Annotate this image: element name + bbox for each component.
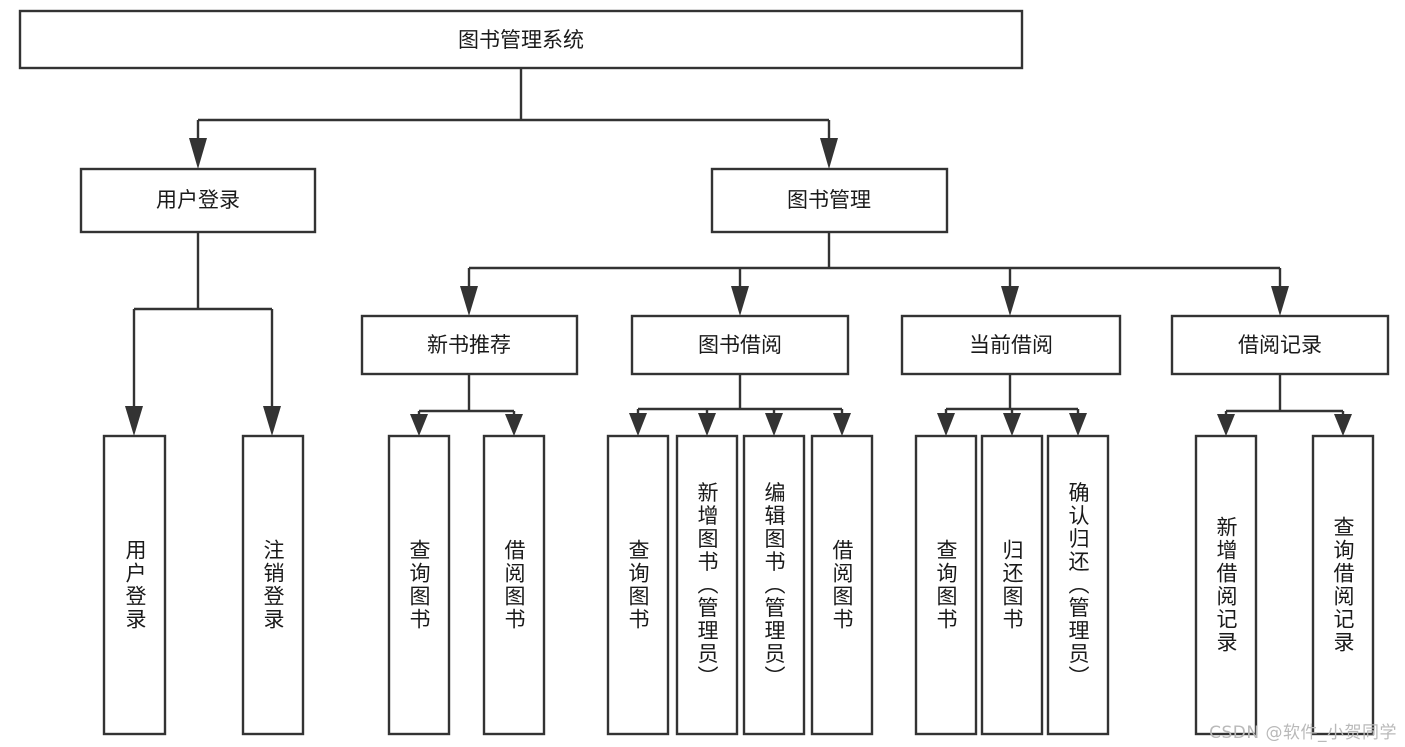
- arrow-to-borrow-record: [1271, 286, 1289, 316]
- arrow-to-leaf-query-book-rec: [410, 414, 428, 436]
- node-new-book-rec[interactable]: 新书推荐: [360, 314, 579, 376]
- arrow-to-current-borrow: [1001, 286, 1019, 316]
- connector-group-book-manage: [460, 232, 1289, 316]
- arrow-to-book-borrow: [731, 286, 749, 316]
- node-leaf-query-record-box[interactable]: [1311, 434, 1375, 736]
- node-leaf-add-book-label: 新增图书（管理员）: [695, 482, 719, 689]
- connector-group-new-book-rec: [410, 374, 523, 436]
- node-borrow-record[interactable]: 借阅记录: [1170, 314, 1390, 376]
- node-new-book-rec-box[interactable]: [360, 314, 579, 376]
- node-leaf-query-book-rec-label: 查询图书: [407, 539, 431, 631]
- node-user-login-box[interactable]: [79, 167, 317, 234]
- node-leaf-return-book[interactable]: 归还图书: [980, 434, 1044, 736]
- node-leaf-borrow-book[interactable]: 借阅图书: [810, 434, 874, 736]
- node-current-borrow-box[interactable]: [900, 314, 1122, 376]
- node-book-manage-label: 图书管理: [787, 188, 871, 212]
- node-borrow-record-box[interactable]: [1170, 314, 1390, 376]
- node-borrow-record-label: 借阅记录: [1238, 333, 1322, 357]
- node-leaf-query-book-cur-label: 查询图书: [934, 539, 958, 631]
- node-leaf-user-login-label: 用户登录: [123, 539, 147, 631]
- node-leaf-logout-label: 注销登录: [261, 539, 285, 631]
- node-current-borrow[interactable]: 当前借阅: [900, 314, 1122, 376]
- arrow-to-leaf-edit-book: [765, 413, 783, 436]
- node-root-box[interactable]: [18, 9, 1024, 70]
- connector-group-user-login: [125, 232, 281, 436]
- arrow-root-to-book-manage: [820, 138, 838, 169]
- node-leaf-return-book-box[interactable]: [980, 434, 1044, 736]
- arrow-to-leaf-query-book: [629, 413, 647, 436]
- node-leaf-query-book-rec[interactable]: 查询图书: [387, 434, 451, 736]
- node-leaf-query-book-cur[interactable]: 查询图书: [914, 434, 978, 736]
- connector-group-borrow-record: [1217, 374, 1352, 436]
- node-leaf-logout[interactable]: 注销登录: [241, 434, 305, 736]
- node-leaf-add-record-label: 新增借阅记录: [1214, 516, 1238, 654]
- node-leaf-edit-book-box[interactable]: [742, 434, 806, 736]
- node-leaf-borrow-book-rec[interactable]: 借阅图书: [482, 434, 546, 736]
- node-leaf-query-record-label: 查询借阅记录: [1331, 516, 1355, 654]
- arrow-to-leaf-add-book: [698, 413, 716, 436]
- node-leaf-return-book-label: 归还图书: [1000, 539, 1024, 631]
- node-user-login[interactable]: 用户登录: [79, 167, 317, 234]
- node-leaf-query-book-box[interactable]: [606, 434, 670, 736]
- node-leaf-confirm-return[interactable]: 确认归还（管理员）: [1046, 434, 1110, 736]
- connector-group-root: [189, 68, 838, 169]
- node-leaf-query-book-rec-box[interactable]: [387, 434, 451, 736]
- node-leaf-add-book-box[interactable]: [675, 434, 739, 736]
- node-leaf-query-book-cur-box[interactable]: [914, 434, 978, 736]
- node-book-borrow[interactable]: 图书借阅: [630, 314, 850, 376]
- node-leaf-add-record[interactable]: 新增借阅记录: [1194, 434, 1258, 736]
- node-leaf-add-record-box[interactable]: [1194, 434, 1258, 736]
- node-leaf-add-book[interactable]: 新增图书（管理员）: [675, 434, 739, 736]
- connector-group-current-borrow: [937, 374, 1087, 436]
- arrow-to-leaf-return-book: [1003, 413, 1021, 436]
- node-book-borrow-box[interactable]: [630, 314, 850, 376]
- node-leaf-user-login[interactable]: 用户登录: [102, 434, 167, 736]
- arrow-to-leaf-query-book-cur: [937, 413, 955, 436]
- node-leaf-edit-book-label: 编辑图书（管理员）: [762, 482, 786, 689]
- node-book-borrow-label: 图书借阅: [698, 333, 782, 357]
- arrow-to-leaf-user-login: [125, 406, 143, 436]
- node-book-manage-box[interactable]: [710, 167, 949, 234]
- node-leaf-logout-box[interactable]: [241, 434, 305, 736]
- node-leaf-edit-book[interactable]: 编辑图书（管理员）: [742, 434, 806, 736]
- node-user-login-label: 用户登录: [156, 188, 240, 212]
- node-leaf-confirm-return-box[interactable]: [1046, 434, 1110, 736]
- node-root[interactable]: 图书管理系统: [18, 9, 1024, 70]
- arrow-to-leaf-add-record: [1217, 414, 1235, 436]
- node-leaf-query-book[interactable]: 查询图书: [606, 434, 670, 736]
- arrow-to-leaf-borrow-book: [833, 413, 851, 436]
- node-leaf-borrow-book-rec-label: 借阅图书: [502, 539, 526, 631]
- node-leaf-query-record[interactable]: 查询借阅记录: [1311, 434, 1375, 736]
- node-leaf-borrow-book-box[interactable]: [810, 434, 874, 736]
- node-leaf-borrow-book-rec-box[interactable]: [482, 434, 546, 736]
- node-leaf-confirm-return-label: 确认归还（管理员）: [1066, 482, 1090, 689]
- node-leaf-borrow-book-label: 借阅图书: [830, 539, 854, 631]
- node-leaf-user-login-box[interactable]: [102, 434, 167, 736]
- node-root-label: 图书管理系统: [458, 28, 584, 52]
- arrow-to-leaf-confirm-return: [1069, 413, 1087, 436]
- arrow-root-to-user-login: [189, 138, 207, 169]
- connector-group-book-borrow: [629, 374, 851, 436]
- arrow-to-new-book-rec: [460, 286, 478, 316]
- node-leaf-query-book-label: 查询图书: [626, 539, 650, 631]
- node-book-manage[interactable]: 图书管理: [710, 167, 949, 234]
- arrow-to-leaf-logout: [263, 406, 281, 436]
- node-current-borrow-label: 当前借阅: [969, 333, 1053, 357]
- arrow-to-leaf-query-record: [1334, 414, 1352, 436]
- arrow-to-leaf-borrow-book-rec: [505, 414, 523, 436]
- node-new-book-rec-label: 新书推荐: [427, 333, 511, 357]
